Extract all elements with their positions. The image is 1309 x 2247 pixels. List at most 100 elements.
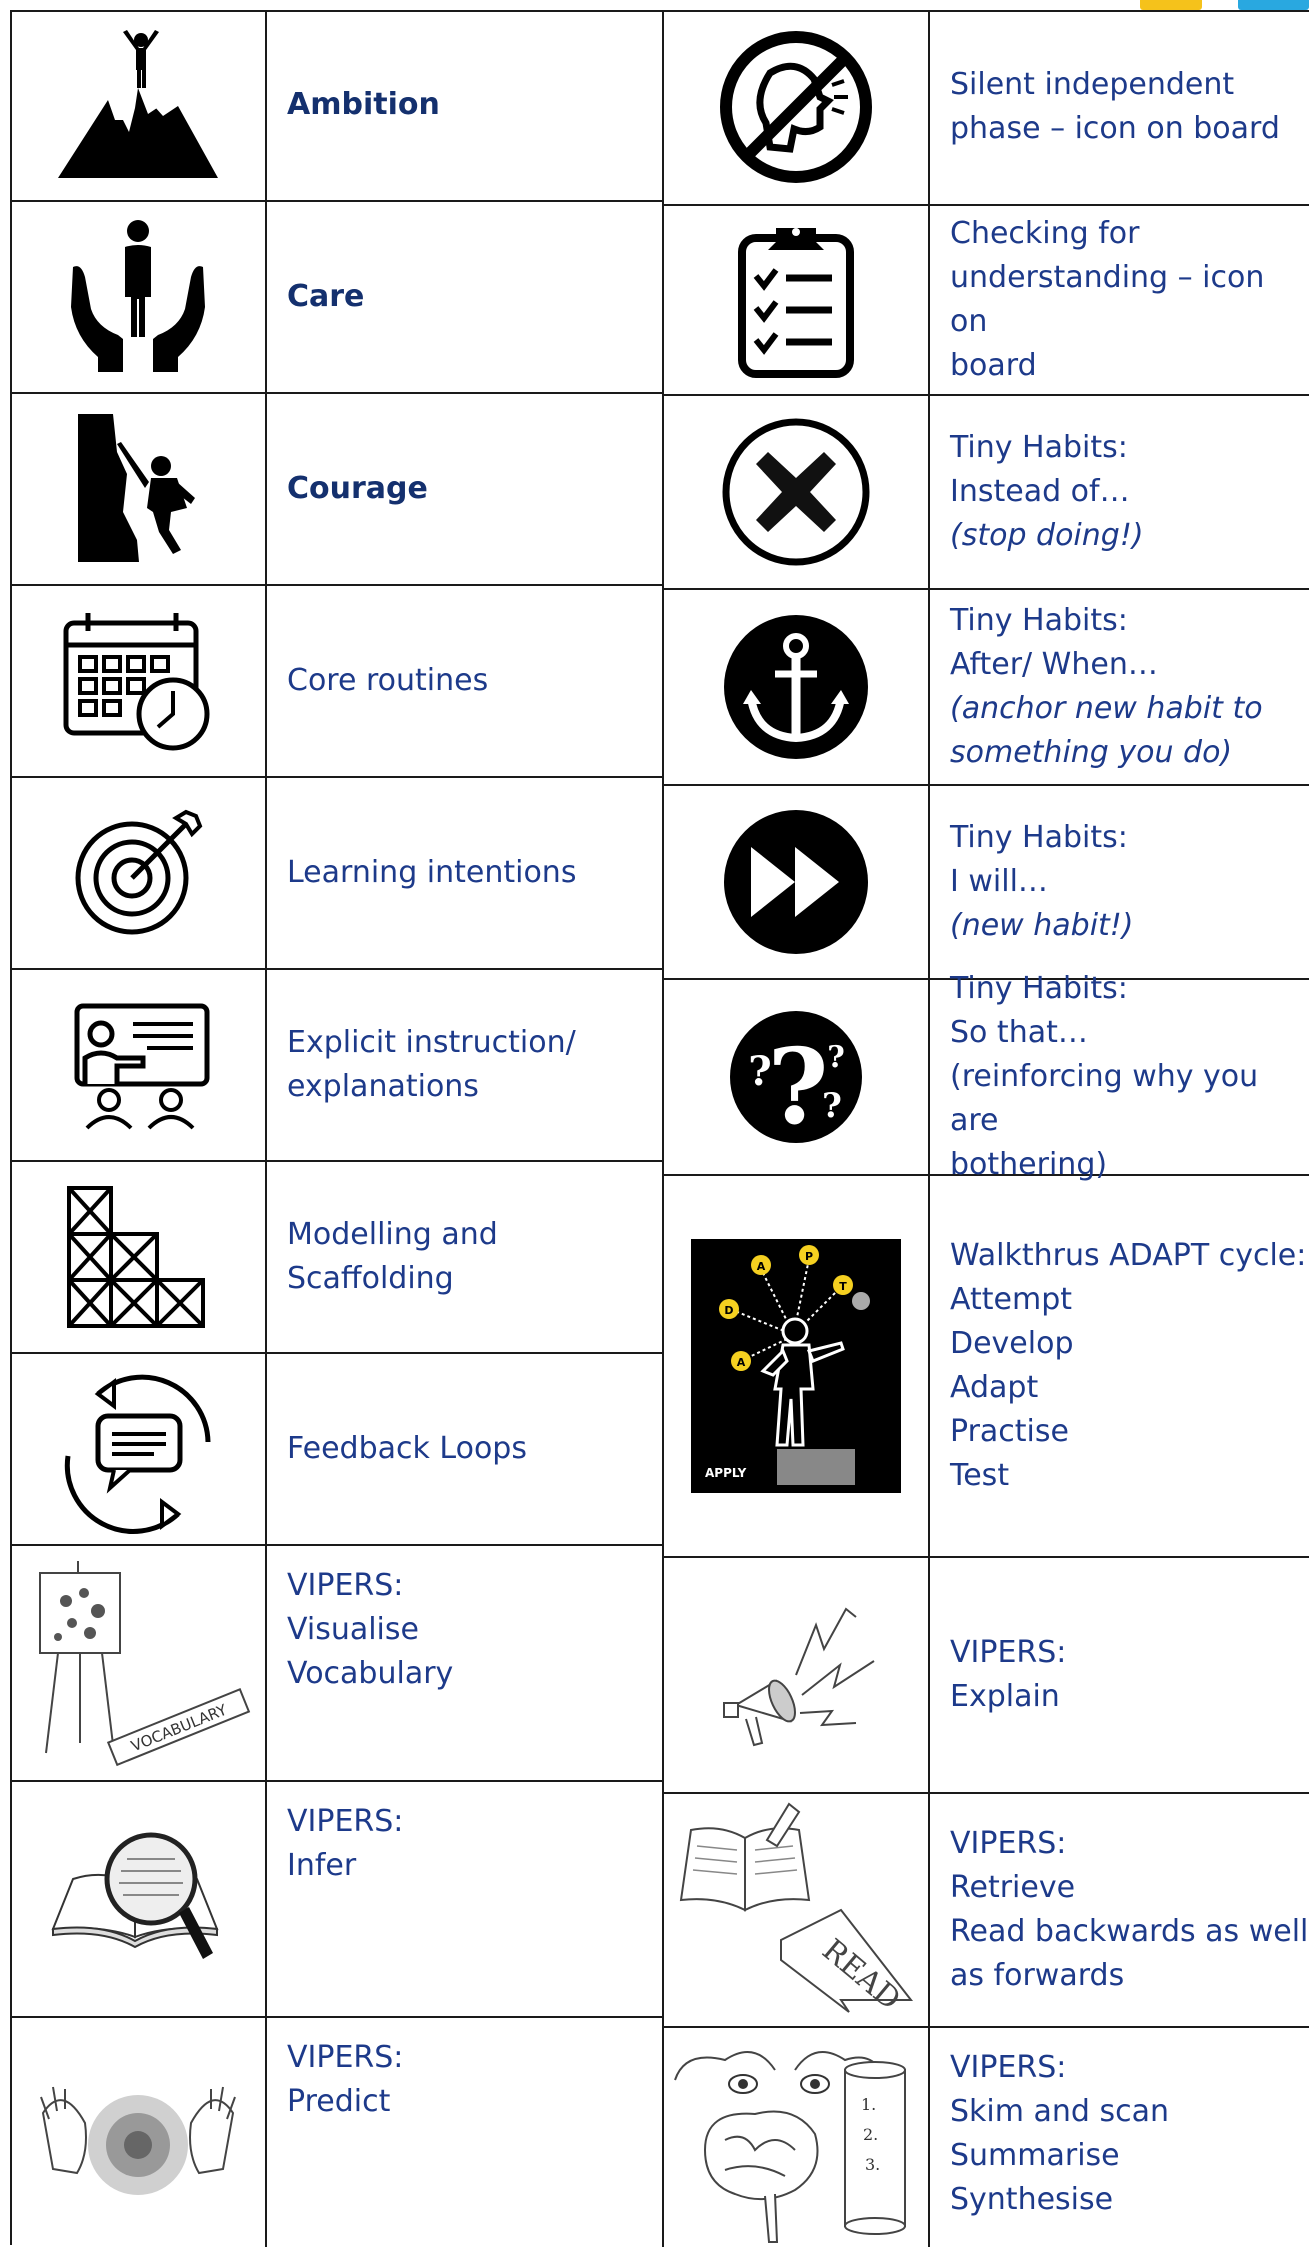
icon-cell xyxy=(664,206,930,394)
label-line: something you do) xyxy=(950,735,1233,770)
label-lines: Core routines xyxy=(287,659,488,703)
label-lines: Tiny Habits: I will… (new habit!) xyxy=(950,816,1134,948)
label-line: Tiny Habits: xyxy=(950,430,1128,465)
anchor-icon xyxy=(724,615,868,759)
label-lines: VIPERS: Visualise Vocabulary xyxy=(287,1564,453,1696)
icon-cell xyxy=(10,10,267,200)
svg-text:?: ? xyxy=(827,1040,845,1075)
label-lines: VIPERS: Predict xyxy=(287,2036,403,2124)
label-line: VIPERS: xyxy=(287,2040,404,2075)
label-cell: Silent independent phase – icon on board xyxy=(930,10,1309,204)
label-lines: Modelling and Scaffolding xyxy=(287,1213,498,1301)
label-line: Scaffolding xyxy=(287,1261,454,1296)
label-cell: VIPERS: Predict xyxy=(267,2018,662,2247)
label-line: VIPERS: xyxy=(950,1635,1067,1670)
label-line: Read backwards as well xyxy=(950,1914,1309,1949)
scroll-item: 2. xyxy=(863,2125,878,2144)
label-line: After/ When… xyxy=(950,647,1158,682)
row-modelling-scaffolding: Modelling and Scaffolding xyxy=(10,1162,664,1354)
scroll-item: 1. xyxy=(861,2095,876,2114)
label-line: Infer xyxy=(287,1848,357,1883)
row-tiny-habits-will: Tiny Habits: I will… (new habit!) xyxy=(664,786,1309,980)
label-line: understanding – icon on xyxy=(950,260,1265,339)
label-line: Adapt xyxy=(950,1370,1039,1405)
label-lines: Checking for understanding – icon on boa… xyxy=(950,212,1309,388)
label-line: Ambition xyxy=(287,87,440,122)
label-line: Vocabulary xyxy=(287,1656,454,1691)
label-cell: VIPERS: Visualise Vocabulary xyxy=(267,1546,662,1780)
icon-legend-table: Ambition Care xyxy=(10,10,1309,2247)
row-feedback-loops: Feedback Loops xyxy=(10,1354,664,1546)
row-adapt-cycle: A P T D A APPLY Walkthrus ADAPT cycle: A… xyxy=(664,1176,1309,1558)
label-line: Walkthrus ADAPT cycle: xyxy=(950,1238,1307,1273)
adapt-letter: A xyxy=(737,1356,746,1369)
svg-text:?: ? xyxy=(748,1048,771,1095)
label-cell: Learning intentions xyxy=(267,778,662,968)
label-lines: VIPERS: Skim and scan Summarise Synthesi… xyxy=(950,2046,1169,2222)
icon-cell xyxy=(10,1354,267,1544)
label-cell: Tiny Habits: After/ When… (anchor new ha… xyxy=(930,590,1309,784)
label-line: Silent independent xyxy=(950,67,1235,102)
label-line: Tiny Habits: xyxy=(950,820,1128,855)
icon-cell xyxy=(664,10,930,204)
vocabulary-tiles: VOCABULARY xyxy=(106,1688,250,1767)
label-line: Modelling and xyxy=(287,1217,498,1252)
label-line: as forwards xyxy=(950,1958,1125,1993)
apply-label: APPLY xyxy=(705,1466,747,1480)
label-line: Explicit instruction/ xyxy=(287,1025,576,1060)
adapt-letter: P xyxy=(805,1250,813,1263)
label-lines: Explicit instruction/ explanations xyxy=(287,1021,576,1109)
climber-icon xyxy=(77,413,195,562)
label-line: phase – icon on board xyxy=(950,111,1280,146)
label-lines: Feedback Loops xyxy=(287,1427,527,1471)
row-vipers-retrieve: READ VIPERS: Retrieve Read backwards as … xyxy=(664,1794,1309,2028)
label-line: explanations xyxy=(287,1069,479,1104)
row-ambition: Ambition xyxy=(10,10,664,202)
care-hands-icon xyxy=(70,220,205,372)
book-magnifier-icon xyxy=(50,1832,219,1959)
icon-cell: ? ? ? ? xyxy=(664,980,930,1174)
fast-forward-icon xyxy=(724,810,868,954)
adapt-letter: D xyxy=(724,1304,733,1317)
label-cell: Feedback Loops xyxy=(267,1354,662,1544)
adapt-cycle-figure-icon: A P T D A APPLY xyxy=(691,1239,901,1493)
label-cell: Walkthrus ADAPT cycle: Attempt Develop A… xyxy=(930,1176,1309,1556)
label-line: VIPERS: xyxy=(950,1826,1067,1861)
icon-cell xyxy=(10,778,267,968)
adapt-letter: A xyxy=(757,1260,766,1273)
label-line: So that… xyxy=(950,1015,1088,1050)
scroll-item: 3. xyxy=(865,2155,880,2174)
label-line: Feedback Loops xyxy=(287,1431,527,1466)
cross-circle-icon xyxy=(722,418,870,566)
top-tab-blue xyxy=(1238,0,1309,10)
label-cell: Core routines xyxy=(267,586,662,776)
icon-cell xyxy=(10,970,267,1160)
svg-text:?: ? xyxy=(768,1025,829,1147)
svg-text:?: ? xyxy=(822,1086,842,1126)
label-cell: VIPERS: Explain xyxy=(930,1558,1309,1792)
label-cell: VIPERS: Infer xyxy=(267,1782,662,2016)
megaphone-icon xyxy=(723,1607,875,1747)
label-cell: Courage xyxy=(267,394,662,584)
row-tiny-habits-instead: Tiny Habits: Instead of… (stop doing!) xyxy=(664,396,1309,590)
crystal-ball-icon xyxy=(39,2086,236,2195)
label-lines: VIPERS: Infer xyxy=(287,1800,403,1888)
row-core-routines: Core routines xyxy=(10,586,664,778)
label-line: Retrieve xyxy=(950,1870,1076,1905)
label-cell: VIPERS: Retrieve Read backwards as well … xyxy=(930,1794,1309,2026)
label-cell: Ambition xyxy=(267,10,662,200)
label-line: I will… xyxy=(950,864,1048,899)
icon-cell xyxy=(664,590,930,784)
label-line: Courage xyxy=(287,471,428,506)
silent-no-talking-icon xyxy=(720,31,872,183)
row-vipers-skim: 1. 2. 3. VIPERS: Skim and scan Summarise… xyxy=(664,2028,1309,2247)
open-book-read-arrow-icon: READ xyxy=(679,1802,914,2017)
label-line: Tiny Habits: xyxy=(950,971,1128,1006)
icon-cell: VOCABULARY xyxy=(10,1546,267,1780)
label-cell: Modelling and Scaffolding xyxy=(267,1162,662,1352)
row-explicit-instruction: Explicit instruction/ explanations xyxy=(10,970,664,1162)
label-line: Checking for xyxy=(950,216,1140,251)
icon-cell: A P T D A APPLY xyxy=(664,1176,930,1556)
label-line: Core routines xyxy=(287,663,489,698)
label-lines: Care xyxy=(287,275,364,319)
